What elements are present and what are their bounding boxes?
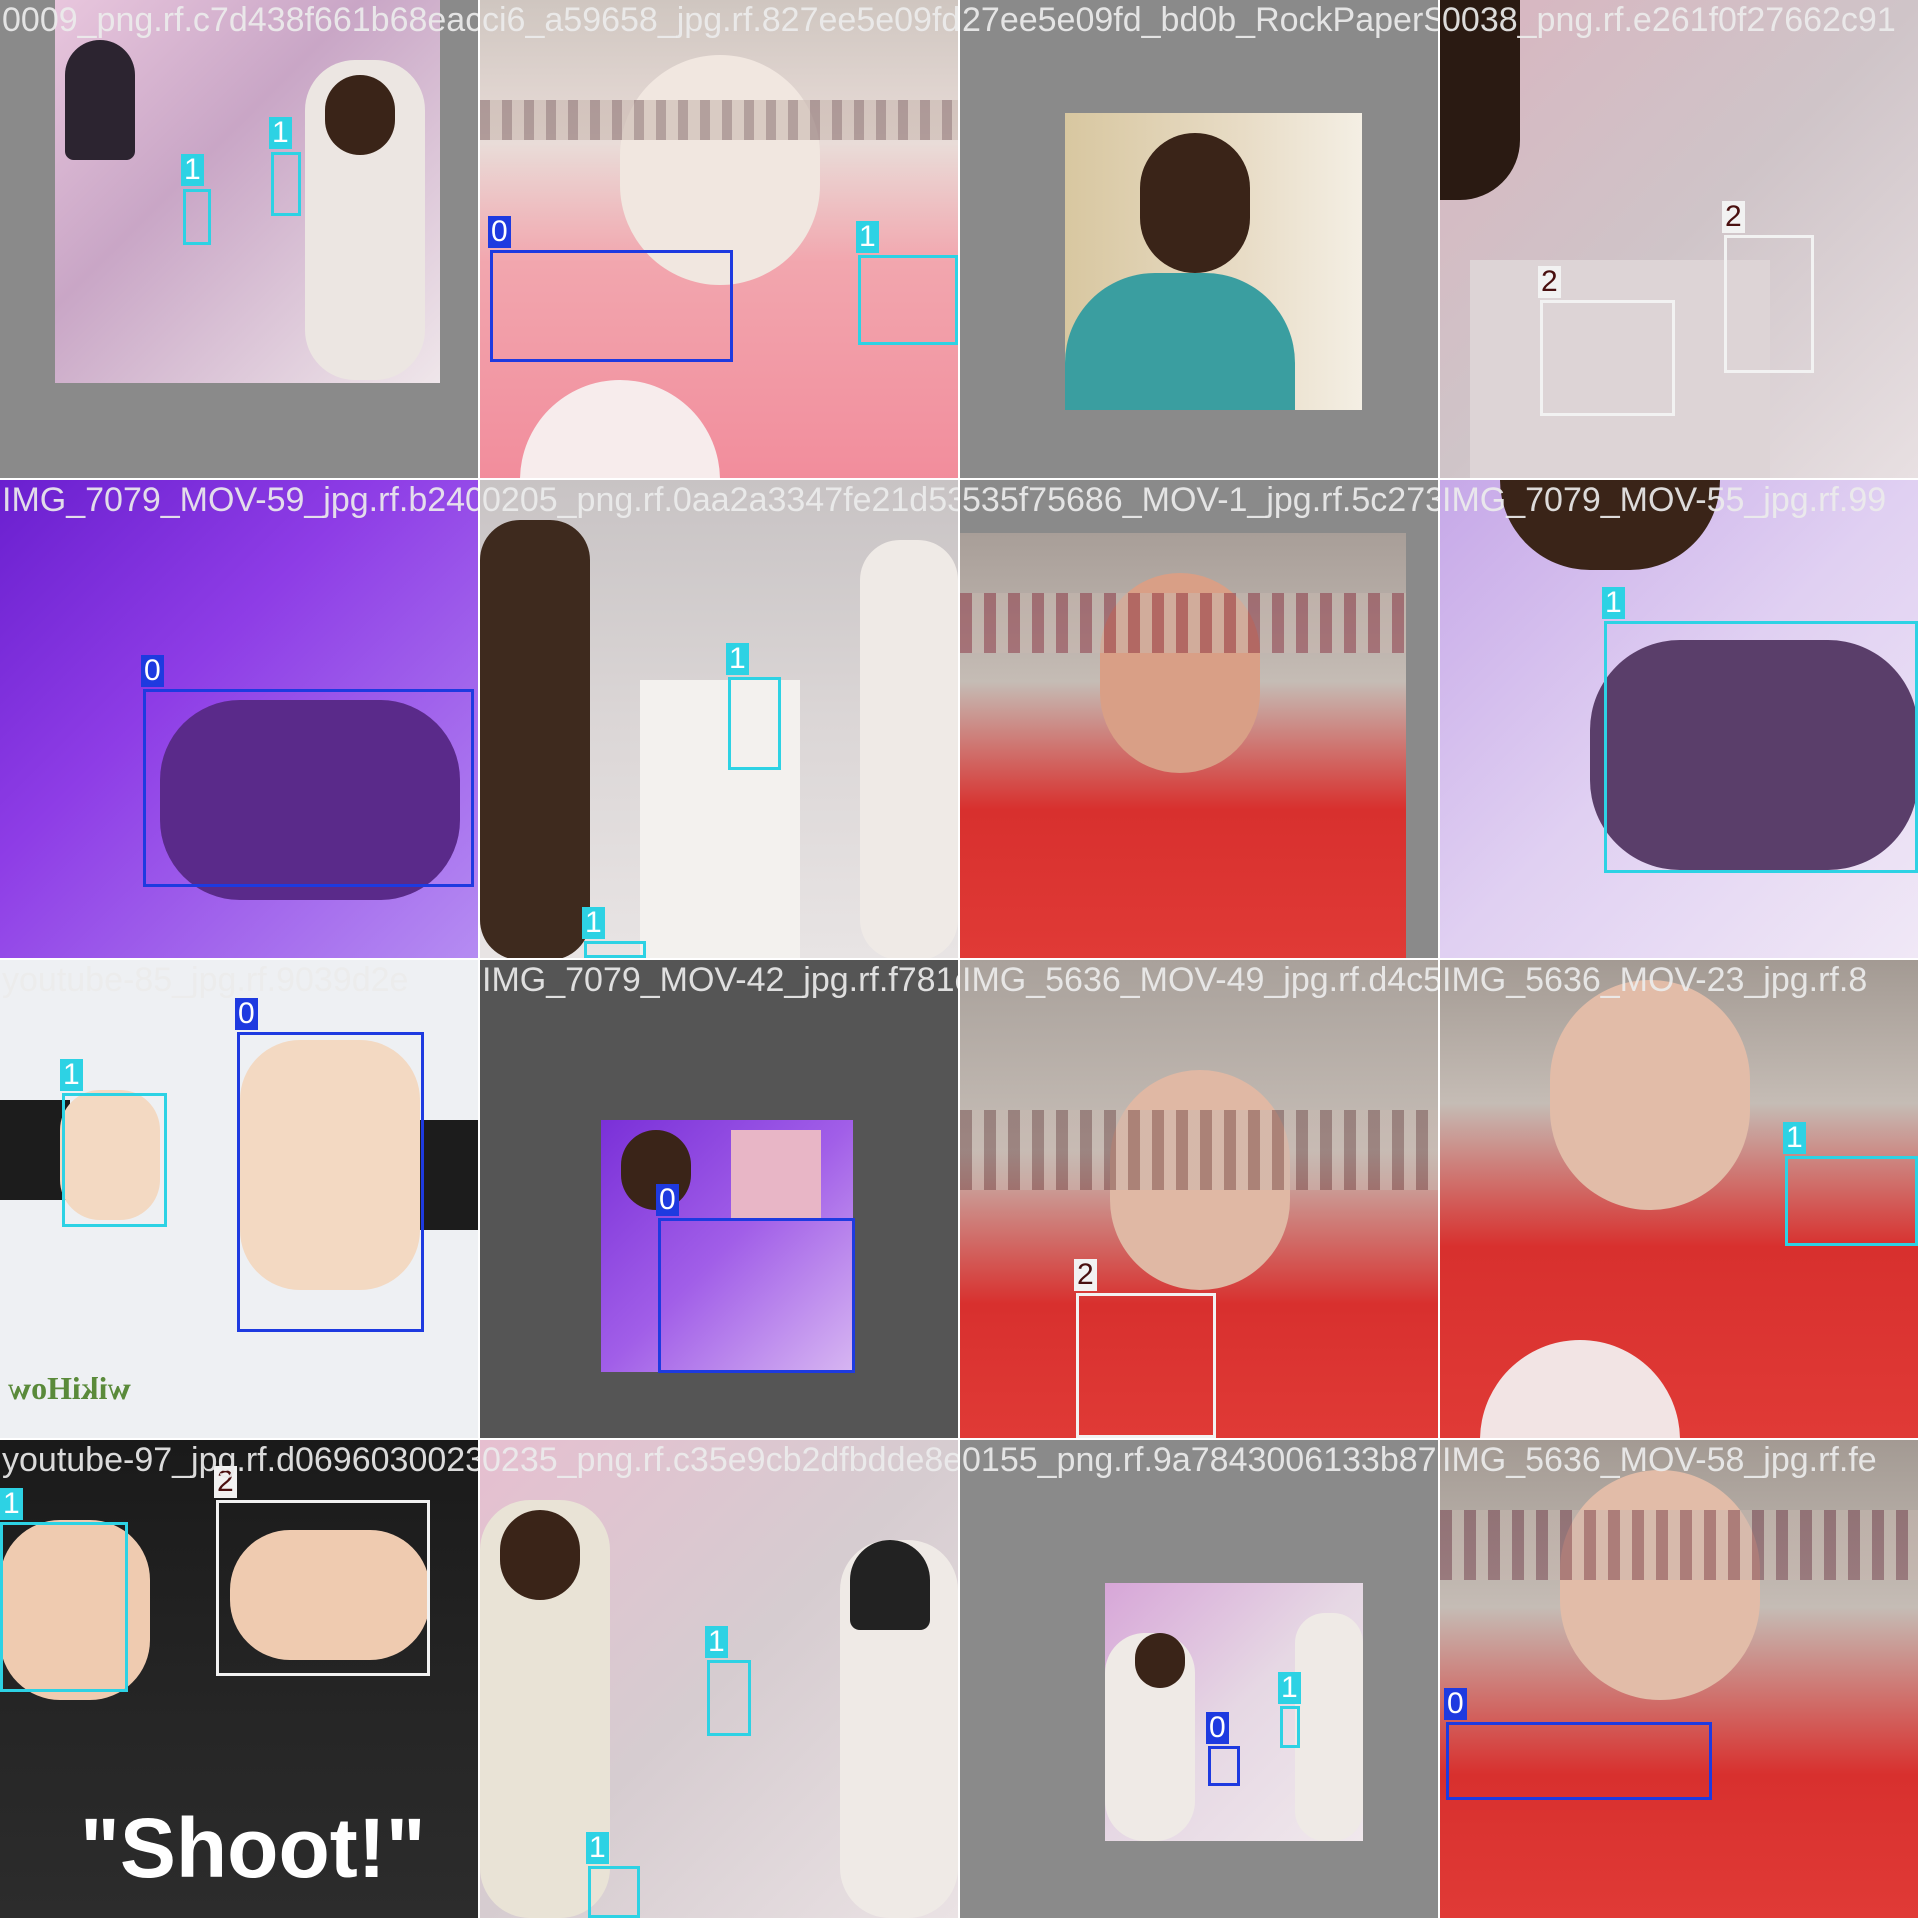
photo-dark-hands xyxy=(0,1440,478,1918)
class-label: 1 xyxy=(726,643,749,675)
photo-woman-closet xyxy=(480,0,958,478)
paper-bbox xyxy=(658,1218,855,1373)
shoot-caption: "Shoot!" xyxy=(80,1801,426,1895)
class-label: 1 xyxy=(1602,587,1625,619)
class-label: 1 xyxy=(269,117,292,149)
photo-fist-closeup xyxy=(1440,480,1918,958)
scissors-bbox xyxy=(1540,300,1675,416)
rock-bbox xyxy=(183,189,211,245)
mosaic-tile-1: ci6_a59658_jpg.rf.827ee5e09fd_bd0b 0 1 xyxy=(480,0,958,478)
class-label: 1 xyxy=(705,1626,728,1658)
rock-bbox xyxy=(271,152,301,216)
rock-bbox xyxy=(858,255,958,345)
rock-bbox xyxy=(584,941,646,958)
class-label: 0 xyxy=(488,216,511,248)
mosaic-tile-13: 0235_png.rf.c35e9cb2dfbdde8e3f557 1 1 xyxy=(480,1440,958,1918)
class-label: 1 xyxy=(1278,1672,1301,1704)
tile-filename: 0205_png.rf.0aa2a3347fe21d535f75686_MOV-… xyxy=(482,481,958,519)
rock-bbox xyxy=(62,1093,167,1227)
tile-filename: IMG_7079_MOV-59_jpg.rf.b2409277f6a17993 xyxy=(2,481,478,519)
mosaic-tile-10: IMG_5636_MOV-49_jpg.rf.d4c57e3bd1b9e 2 xyxy=(960,960,1438,1438)
class-label: 1 xyxy=(181,154,204,186)
tile-filename: 0038_png.rf.e261f0f27662c91 xyxy=(1442,1,1896,39)
class-label: 0 xyxy=(1444,1688,1467,1720)
photo-purple-small xyxy=(601,1120,853,1372)
scissors-bbox xyxy=(216,1500,430,1676)
class-label: 0 xyxy=(656,1184,679,1216)
tile-filename: youtube-85_jpg.rf.9039d2e xyxy=(2,961,409,999)
rock-bbox xyxy=(1785,1156,1918,1246)
mosaic-tile-8: youtube-85_jpg.rf.9039d2e wikiHow 1 0 xyxy=(0,960,478,1438)
photo-fist-purple xyxy=(0,480,478,958)
paper-bbox xyxy=(143,689,474,887)
photo-room-players xyxy=(480,480,958,958)
tile-filename: 0235_png.rf.c35e9cb2dfbdde8e3f557 xyxy=(482,1441,958,1479)
photo-woman-scissors xyxy=(960,960,1438,1438)
scissors-bbox xyxy=(1724,235,1814,373)
rock-bbox xyxy=(707,1660,751,1736)
mosaic-tile-7: IMG_7079_MOV-55_jpg.rf.99 1 xyxy=(1440,480,1918,958)
mosaic-tile-15: IMG_5636_MOV-58_jpg.rf.fe 0 xyxy=(1440,1440,1918,1918)
mosaic-tile-3: 0038_png.rf.e261f0f27662c91 2 2 xyxy=(1440,0,1918,478)
tile-filename: IMG_7079_MOV-55_jpg.rf.99 xyxy=(1442,481,1887,519)
class-label: 1 xyxy=(1783,1122,1806,1154)
paper-bbox xyxy=(490,250,733,362)
rock-bbox xyxy=(1280,1706,1300,1748)
wikihow-watermark: wikiHow xyxy=(8,1370,131,1406)
class-label: 2 xyxy=(1538,266,1561,298)
photo-woman-rock xyxy=(1440,960,1918,1438)
photo-woman-red-top xyxy=(960,533,1406,958)
class-label: 0 xyxy=(141,655,164,687)
rock-bbox xyxy=(588,1866,640,1918)
rock-bbox xyxy=(728,677,781,770)
tile-filename: 535f75686_MOV-1_jpg.rf.5c2739783a17c595 xyxy=(962,481,1438,519)
class-label: 1 xyxy=(856,221,879,253)
class-label: 1 xyxy=(0,1488,23,1520)
paper-bbox xyxy=(237,1032,424,1332)
mosaic-tile-0: 0009_png.rf.c7d438f661b68eac3a5963b0d4c9… xyxy=(0,0,478,478)
photo-man-hoodie xyxy=(1065,113,1362,410)
mosaic-tile-11: IMG_5636_MOV-23_jpg.rf.8 1 xyxy=(1440,960,1918,1438)
paper-bbox xyxy=(1208,1746,1240,1786)
tile-filename: IMG_7079_MOV-42_jpg.rf.f781c56364f9ae xyxy=(482,961,958,999)
class-label: 1 xyxy=(582,907,605,939)
class-label: 2 xyxy=(214,1466,237,1498)
tile-filename: 0155_png.rf.9a7843006133b87 xyxy=(962,1441,1437,1479)
photo-two-people xyxy=(55,0,440,383)
tile-filename: 27ee5e09fd_bd0b_RockPaperScissors xyxy=(962,1,1438,39)
tile-filename: IMG_5636_MOV-49_jpg.rf.d4c57e3bd1b9e xyxy=(962,961,1438,999)
photo-small-players xyxy=(1105,1583,1363,1841)
mosaic-tile-9: IMG_7079_MOV-42_jpg.rf.f781c56364f9ae 0 xyxy=(480,960,958,1438)
photo-hands-scissors xyxy=(1440,0,1918,478)
class-label: 2 xyxy=(1074,1259,1097,1291)
class-label: 2 xyxy=(1722,201,1745,233)
scissors-bbox xyxy=(1076,1293,1216,1438)
paper-bbox xyxy=(1446,1722,1712,1800)
photo-woman-paper xyxy=(1440,1440,1918,1918)
photo-room-players-2 xyxy=(480,1440,958,1918)
rock-bbox xyxy=(1604,621,1918,873)
class-label: 0 xyxy=(235,998,258,1030)
mosaic-tile-5: 0205_png.rf.0aa2a3347fe21d535f75686_MOV-… xyxy=(480,480,958,958)
tile-filename: 0009_png.rf.c7d438f661b68eac3a5963b0d4c9… xyxy=(2,1,478,39)
mosaic-tile-12: youtube-97_jpg.rf.d06960300235_png.rf.c3… xyxy=(0,1440,478,1918)
tile-filename: IMG_5636_MOV-58_jpg.rf.fe xyxy=(1442,1441,1877,1479)
mosaic-tile-14: 0155_png.rf.9a7843006133b87 0 1 xyxy=(960,1440,1438,1918)
tile-filename: youtube-97_jpg.rf.d06960300235_png.rf.c3… xyxy=(2,1441,478,1479)
mosaic-tile-2: 27ee5e09fd_bd0b_RockPaperScissors xyxy=(960,0,1438,478)
class-label: 0 xyxy=(1206,1712,1229,1744)
mosaic-tile-4: IMG_7079_MOV-59_jpg.rf.b2409277f6a17993 … xyxy=(0,480,478,958)
rock-bbox xyxy=(0,1522,128,1692)
class-label: 1 xyxy=(586,1832,609,1864)
tile-filename: ci6_a59658_jpg.rf.827ee5e09fd_bd0b xyxy=(482,1,958,39)
class-label: 1 xyxy=(60,1059,83,1091)
mosaic-tile-6: 535f75686_MOV-1_jpg.rf.5c2739783a17c595 xyxy=(960,480,1438,958)
tile-filename: IMG_5636_MOV-23_jpg.rf.8 xyxy=(1442,961,1868,999)
